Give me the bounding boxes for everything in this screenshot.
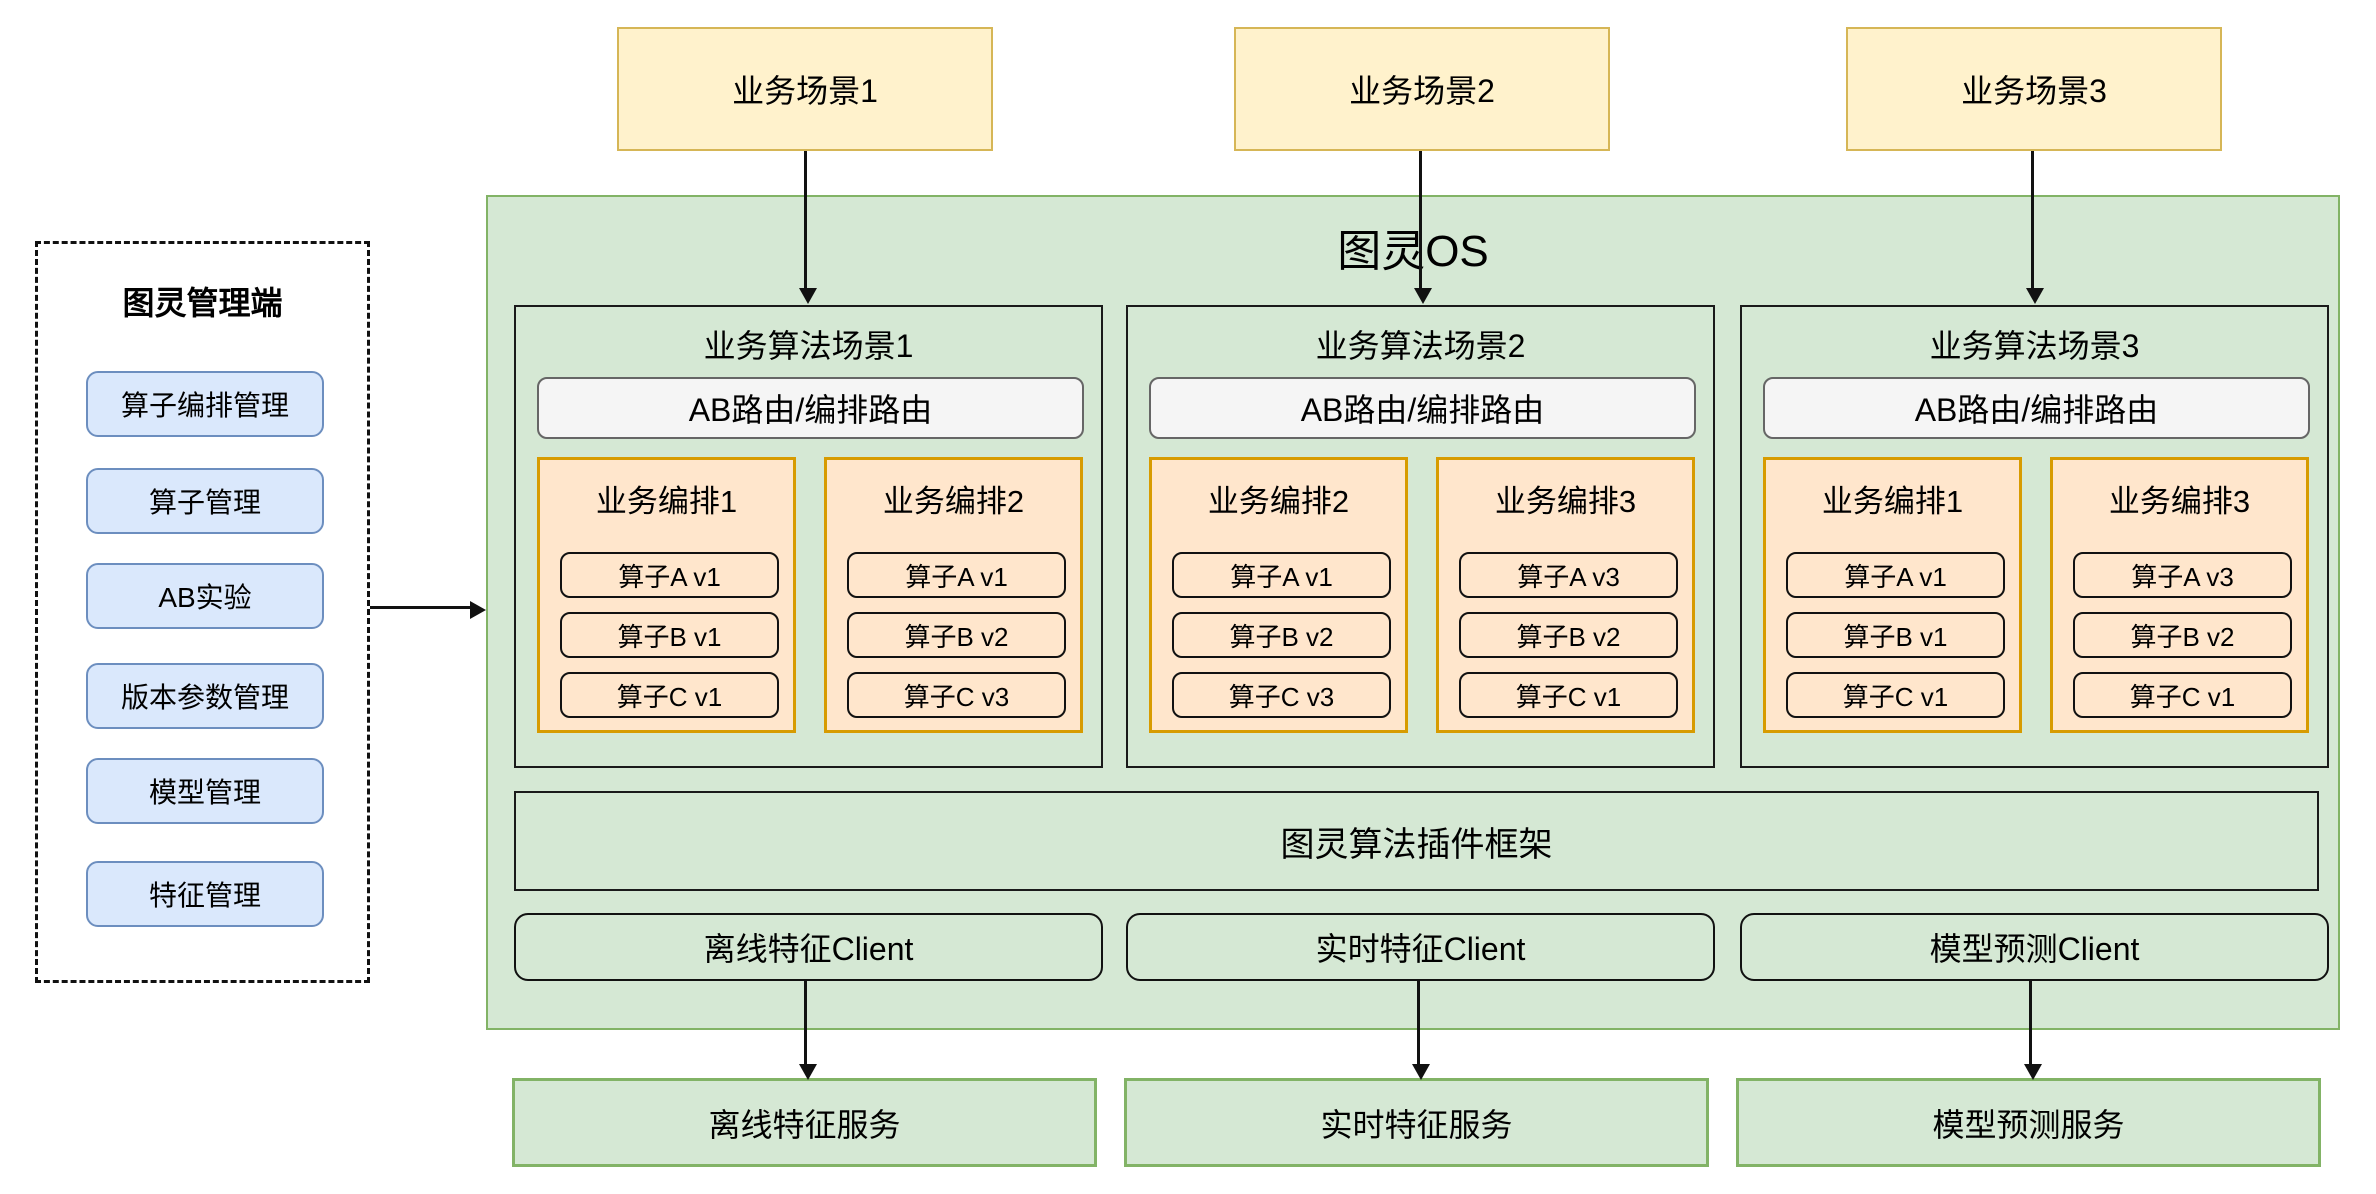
operator-chip: 算子C v1 (2073, 672, 2292, 718)
menu-item-feature-management: 特征管理 (86, 861, 324, 927)
orchestration-card: 业务编排3 算子A v3 算子B v2 算子C v1 (1436, 457, 1695, 733)
operator-chip: 算子A v1 (1172, 552, 1391, 598)
realtime-feature-client: 实时特征Client (1126, 913, 1715, 981)
orchestration-title: 业务编排2 (1207, 484, 1350, 519)
algorithm-scene-1: 业务算法场景1 AB路由/编排路由 业务编排1 算子A v1 算子B v1 算子… (514, 305, 1103, 768)
arrow-scene3-to-algo3 (2026, 151, 2044, 304)
operator-chip: 算子C v3 (847, 672, 1066, 718)
offline-feature-service: 离线特征服务 (512, 1078, 1097, 1167)
model-predict-client: 模型预测Client (1740, 913, 2329, 981)
arrow-client1-to-service1 (799, 979, 817, 1080)
orchestration-card: 业务编排2 算子A v1 算子B v2 算子C v3 (1149, 457, 1408, 733)
arrow-client2-to-service2 (1412, 979, 1430, 1080)
operator-chip: 算子C v1 (1459, 672, 1678, 718)
ab-router-3: AB路由/编排路由 (1763, 377, 2310, 439)
ab-router-2: AB路由/编排路由 (1149, 377, 1696, 439)
business-scene-1: 业务场景1 (617, 27, 993, 151)
operator-chip: 算子C v1 (1786, 672, 2005, 718)
operator-chip: 算子A v1 (1786, 552, 2005, 598)
orchestration-title: 业务编排3 (2108, 484, 2251, 519)
operator-chip: 算子B v2 (1172, 612, 1391, 658)
arrow-panel-to-os (370, 601, 486, 619)
business-scene-3: 业务场景3 (1846, 27, 2222, 151)
turing-os-title: 图灵OS (1337, 227, 1489, 276)
arrow-scene1-to-algo1 (799, 151, 817, 304)
algorithm-scene-3-title: 业务算法场景3 (1929, 328, 2140, 364)
operator-chip: 算子B v2 (847, 612, 1066, 658)
orchestration-card: 业务编排1 算子A v1 算子B v1 算子C v1 (537, 457, 796, 733)
operator-chip: 算子A v3 (1459, 552, 1678, 598)
algorithm-scene-3: 业务算法场景3 AB路由/编排路由 业务编排1 算子A v1 算子B v1 算子… (1740, 305, 2329, 768)
management-panel-title: 图灵管理端 (122, 285, 283, 321)
operator-chip: 算子B v2 (1459, 612, 1678, 658)
orchestration-title: 业务编排2 (882, 484, 1025, 519)
model-predict-service: 模型预测服务 (1736, 1078, 2321, 1167)
realtime-feature-service: 实时特征服务 (1124, 1078, 1709, 1167)
menu-item-model-management: 模型管理 (86, 758, 324, 824)
operator-chip: 算子A v3 (2073, 552, 2292, 598)
operator-chip: 算子B v2 (2073, 612, 2292, 658)
operator-chip: 算子A v1 (847, 552, 1066, 598)
menu-item-operator-orchestration: 算子编排管理 (86, 371, 324, 437)
plugin-framework-bar: 图灵算法插件框架 (514, 791, 2319, 891)
menu-item-operator-management: 算子管理 (86, 468, 324, 534)
orchestration-title: 业务编排3 (1494, 484, 1637, 519)
algorithm-scene-1-title: 业务算法场景1 (703, 328, 914, 364)
turing-os-box: 图灵OS 业务算法场景1 AB路由/编排路由 业务编排1 算子A v1 算子B … (486, 195, 2340, 1030)
orchestration-card: 业务编排1 算子A v1 算子B v1 算子C v1 (1763, 457, 2022, 733)
management-panel: 图灵管理端 算子编排管理 算子管理 AB实验 版本参数管理 模型管理 特征管理 (35, 241, 370, 983)
orchestration-title: 业务编排1 (1821, 484, 1964, 519)
operator-chip: 算子C v1 (560, 672, 779, 718)
business-scene-2: 业务场景2 (1234, 27, 1610, 151)
orchestration-title: 业务编排1 (595, 484, 738, 519)
offline-feature-client: 离线特征Client (514, 913, 1103, 981)
menu-item-ab-experiment: AB实验 (86, 563, 324, 629)
orchestration-card: 业务编排2 算子A v1 算子B v2 算子C v3 (824, 457, 1083, 733)
menu-item-version-params: 版本参数管理 (86, 663, 324, 729)
algorithm-scene-2-title: 业务算法场景2 (1315, 328, 1526, 364)
arrow-client3-to-service3 (2024, 979, 2042, 1080)
ab-router-1: AB路由/编排路由 (537, 377, 1084, 439)
algorithm-scene-2: 业务算法场景2 AB路由/编排路由 业务编排2 算子A v1 算子B v2 算子… (1126, 305, 1715, 768)
operator-chip: 算子B v1 (560, 612, 779, 658)
operator-chip: 算子B v1 (1786, 612, 2005, 658)
operator-chip: 算子C v3 (1172, 672, 1391, 718)
arrow-scene2-to-algo2 (1414, 151, 1432, 304)
orchestration-card: 业务编排3 算子A v3 算子B v2 算子C v1 (2050, 457, 2309, 733)
operator-chip: 算子A v1 (560, 552, 779, 598)
